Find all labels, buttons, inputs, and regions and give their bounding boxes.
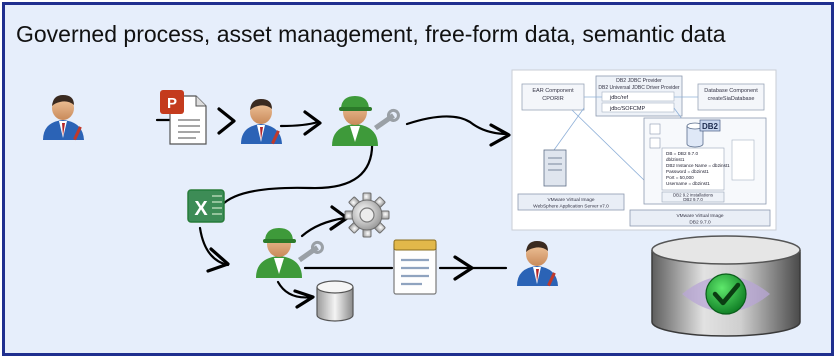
vm-image-bar [517, 193, 625, 211]
ear-component-name: CPORIR [542, 96, 563, 102]
diagram-title: Governed process, asset management, free… [16, 21, 726, 47]
engineer-icon [332, 96, 400, 146]
database-component-label: Database Component [704, 88, 758, 94]
verified-database-icon [651, 235, 801, 337]
db2-prop: Password = db2inst1 [666, 169, 709, 174]
vm2-label: VMware Virtual Image [676, 213, 723, 219]
vm-image-bar [629, 209, 771, 227]
jdbc-datasource-1: jdbc/ref [609, 95, 629, 101]
jdbc-provider-label: DB2 JDBC Provider [616, 78, 662, 84]
connector [279, 120, 320, 128]
db2-prop: DB2 Instance Name = db2inst1 [666, 163, 730, 168]
jdbc-datasource-2: jdbc/SOFCMP [609, 106, 645, 112]
connector [405, 115, 510, 136]
db2-prop: DB = DB2 9.7.0 [666, 151, 698, 156]
vm2-name: DB2 9.7.0 [689, 220, 711, 226]
connector [220, 138, 374, 207]
database-component-box [697, 83, 765, 111]
vm1-name: WebSphere Application Server v7.0 [533, 204, 609, 210]
ear-component-label: EAR Component [532, 88, 574, 94]
excel-icon: X [187, 189, 225, 223]
gear-icon [344, 192, 390, 238]
person-icon [43, 95, 84, 141]
db2-cylinder [686, 122, 704, 148]
powerpoint-document-icon: P [160, 90, 207, 145]
db2-prop: Username = db2inst1 [666, 181, 710, 186]
connectors [155, 115, 510, 299]
vm1-label: VMware Virtual Image [547, 197, 594, 203]
connector [300, 216, 347, 238]
server-icon [543, 149, 567, 187]
notepad-icon [393, 239, 437, 295]
svg-text:P: P [167, 95, 177, 112]
arrowheads [206, 107, 511, 309]
topology-diagram-image: EAR Component CPORIR DB2 JDBC Provider D… [511, 69, 777, 231]
database-component-name: createSiaDatabase [708, 96, 755, 102]
jdbc-driver-label: DB2 Universal JDBC Driver Provider [598, 85, 679, 91]
database-icon [316, 280, 354, 322]
person-icon [517, 241, 558, 287]
connector [276, 280, 314, 299]
db2-badge: DB2 [702, 122, 719, 131]
db2-prop: dbl2inst1 [666, 157, 685, 162]
engineer-icon [256, 228, 324, 278]
db2-install-label: DB2 9.2 installations [673, 193, 714, 198]
svg-text:X: X [194, 198, 208, 220]
db2-install-name: DB2 9.7.0 [683, 197, 703, 202]
db2-prop: Port = 50,000 [666, 175, 694, 180]
person-icon [241, 99, 282, 145]
